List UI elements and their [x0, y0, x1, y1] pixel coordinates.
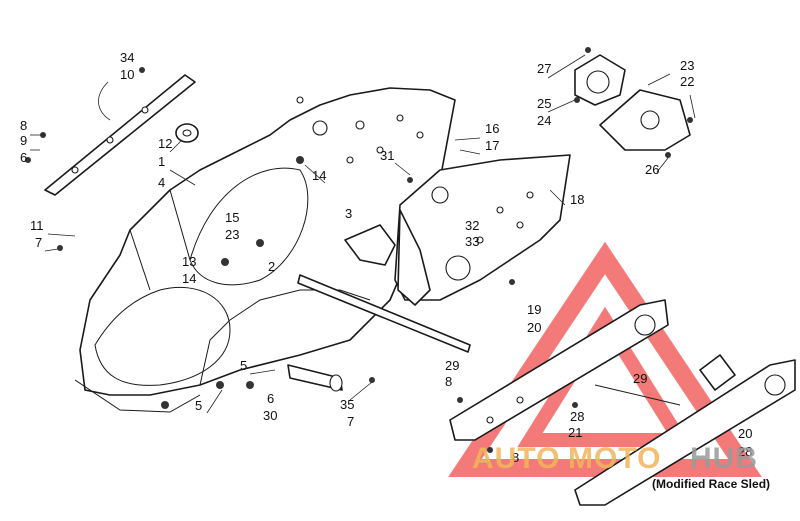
leader-lines — [30, 54, 696, 414]
part-label-13: 13 — [182, 254, 196, 269]
rear-rail — [449, 299, 669, 441]
side-plate — [599, 89, 691, 151]
bushing — [175, 123, 199, 143]
part-label-35: 35 — [340, 397, 354, 412]
part-label-10: 10 — [120, 67, 134, 82]
cross-shaft — [287, 274, 471, 392]
watermark-auto: AUTO — [472, 442, 560, 475]
part-label-16: 16 — [485, 121, 499, 136]
steering-bracket — [44, 74, 196, 196]
part-label-18: 18 — [570, 192, 584, 207]
watermark-text: AUTO MOTO HUB — [472, 442, 758, 475]
part-label-25: 25 — [537, 96, 551, 111]
part-label-31: 31 — [380, 148, 394, 163]
part-label-11: 11 — [30, 218, 44, 233]
part-label-14: 14 — [182, 271, 196, 286]
part-label-19: 19 — [527, 302, 541, 317]
part-label-29: 29 — [445, 358, 459, 373]
part-label-20: 20 — [527, 320, 541, 335]
fasteners — [25, 47, 693, 453]
front-frame — [74, 87, 456, 413]
part-label-24: 24 — [537, 113, 551, 128]
part-label-6: 6 — [267, 391, 274, 406]
part-label-4: 4 — [158, 175, 165, 190]
part-label-1: 1 — [158, 154, 165, 169]
watermark-hub: HUB — [690, 442, 758, 475]
center-tunnel — [394, 154, 571, 306]
part-label-32: 32 — [465, 218, 479, 233]
plate-3 — [344, 224, 396, 266]
part-label-30: 30 — [263, 408, 277, 423]
part-label-6: 6 — [20, 150, 27, 165]
part-label-7: 7 — [35, 235, 42, 250]
part-label-21: 21 — [568, 425, 582, 440]
part-label-23: 23 — [680, 58, 694, 73]
part-label-8: 8 — [20, 118, 27, 133]
bearing-housing — [574, 54, 626, 106]
part-label-15: 15 — [225, 210, 239, 225]
part-label-8: 8 — [445, 374, 452, 389]
part-label-29: 29 — [633, 371, 647, 386]
part-label-28: 28 — [738, 444, 752, 459]
part-label-8: 8 — [512, 450, 519, 465]
part-label-2: 2 — [268, 259, 275, 274]
part-label-28: 28 — [570, 409, 584, 424]
part-label-22: 22 — [680, 74, 694, 89]
part-label-5: 5 — [195, 398, 202, 413]
part-label-12: 12 — [158, 136, 172, 151]
part-label-17: 17 — [485, 138, 499, 153]
part-label-27: 27 — [537, 61, 551, 76]
part-label-3: 3 — [345, 206, 352, 221]
part-label-5: 5 — [240, 358, 247, 373]
part-label-34: 34 — [120, 50, 134, 65]
part-label-14: 14 — [312, 168, 326, 183]
part-label-26: 26 — [645, 162, 659, 177]
part-labels: 3410896121411715231314214311617183323319… — [20, 50, 752, 465]
race-sled-caption: (Modified Race Sled) — [652, 477, 770, 491]
watermark-moto: MOTO — [568, 442, 661, 475]
race-rail — [574, 354, 796, 506]
part-label-9: 9 — [20, 133, 27, 148]
part-label-20: 20 — [738, 426, 752, 441]
part-label-23: 23 — [225, 227, 239, 242]
part-label-7: 7 — [347, 414, 354, 429]
part-label-33: 33 — [465, 234, 479, 249]
